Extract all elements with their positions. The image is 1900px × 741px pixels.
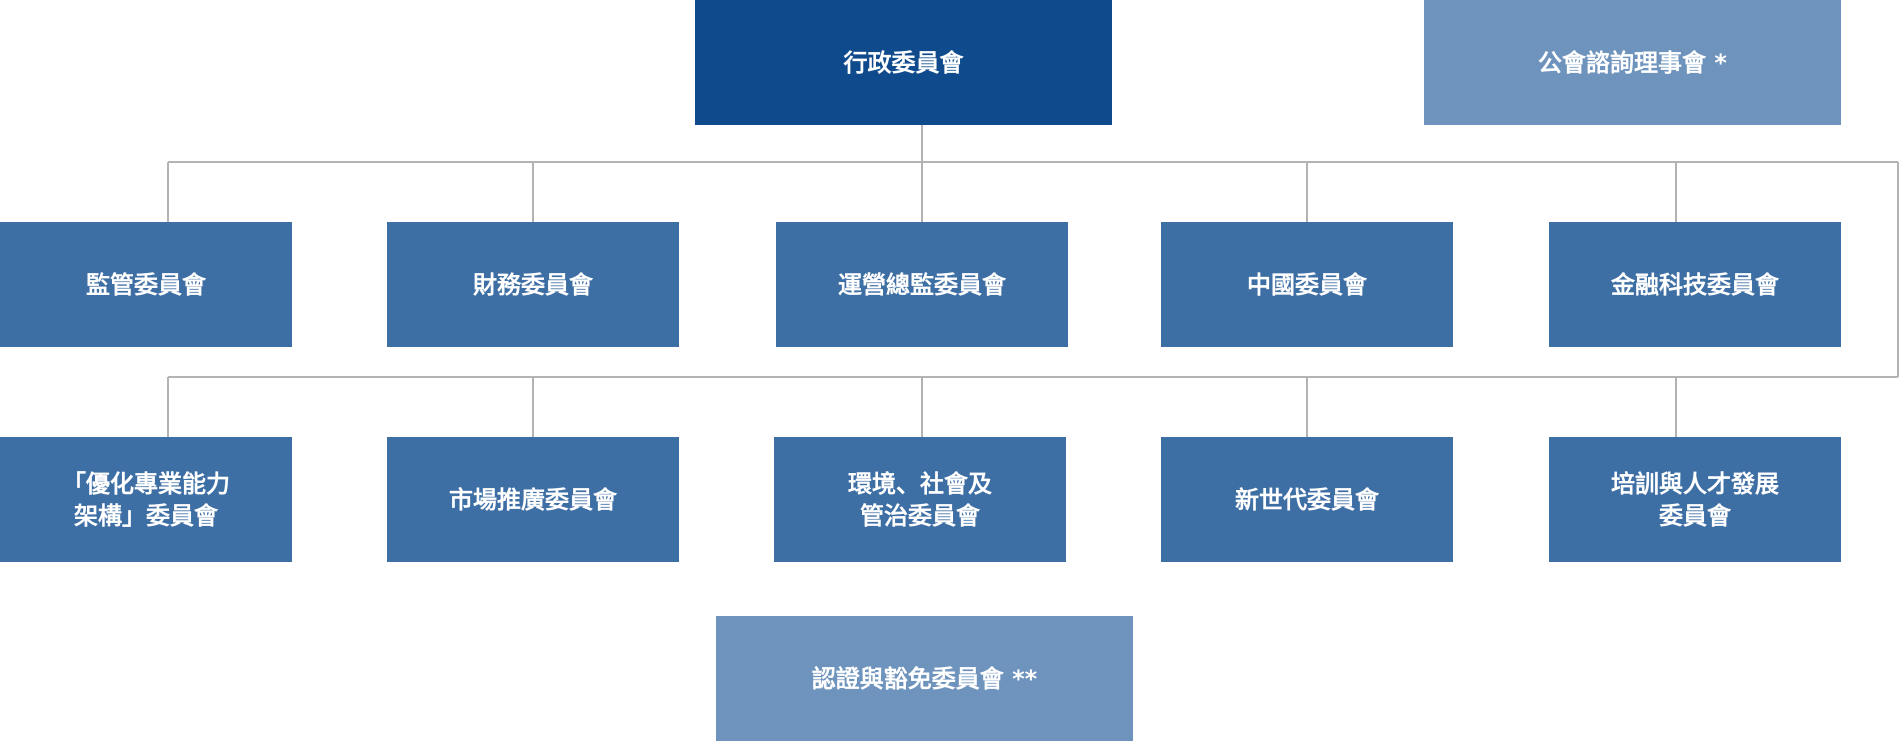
committee-box-next-generation: 新世代委員會 bbox=[1161, 437, 1453, 562]
committee-box-training-talent: 培訓與人才發展 委員會 bbox=[1549, 437, 1841, 562]
committee-box-supervisory: 監管委員會 bbox=[0, 222, 292, 347]
advisory-council-label: 公會諮詢理事會 * bbox=[1538, 48, 1727, 77]
committee-box-marketing: 市場推廣委員會 bbox=[387, 437, 679, 562]
committee-label: 中國委員會 bbox=[1247, 270, 1367, 299]
accreditation-committee-box: 認證與豁免委員會 ** bbox=[716, 616, 1133, 741]
committee-box-finance: 財務委員會 bbox=[387, 222, 679, 347]
executive-committee-label: 行政委員會 bbox=[843, 48, 964, 77]
committee-label: 金融科技委員會 bbox=[1611, 270, 1779, 299]
committee-label: 監管委員會 bbox=[86, 270, 206, 299]
committee-label: 市場推廣委員會 bbox=[449, 485, 617, 514]
advisory-council-box: 公會諮詢理事會 * bbox=[1424, 0, 1841, 125]
committee-box-esg: 環境、社會及 管治委員會 bbox=[774, 437, 1066, 562]
committee-label: 環境、社會及 管治委員會 bbox=[848, 469, 992, 530]
committee-label: 培訓與人才發展 委員會 bbox=[1611, 469, 1779, 530]
executive-committee-box: 行政委員會 bbox=[695, 0, 1112, 125]
committee-label: 新世代委員會 bbox=[1235, 485, 1379, 514]
accreditation-committee-label: 認證與豁免委員會 ** bbox=[811, 664, 1038, 693]
committee-label: 「優化專業能力 架構」委員會 bbox=[62, 469, 230, 530]
committee-box-china: 中國委員會 bbox=[1161, 222, 1453, 347]
committee-box-coo: 運營總監委員會 bbox=[776, 222, 1068, 347]
committee-box-competency-framework: 「優化專業能力 架構」委員會 bbox=[0, 437, 292, 562]
committee-box-fintech: 金融科技委員會 bbox=[1549, 222, 1841, 347]
committee-label: 運營總監委員會 bbox=[838, 270, 1006, 299]
committee-label: 財務委員會 bbox=[473, 270, 593, 299]
